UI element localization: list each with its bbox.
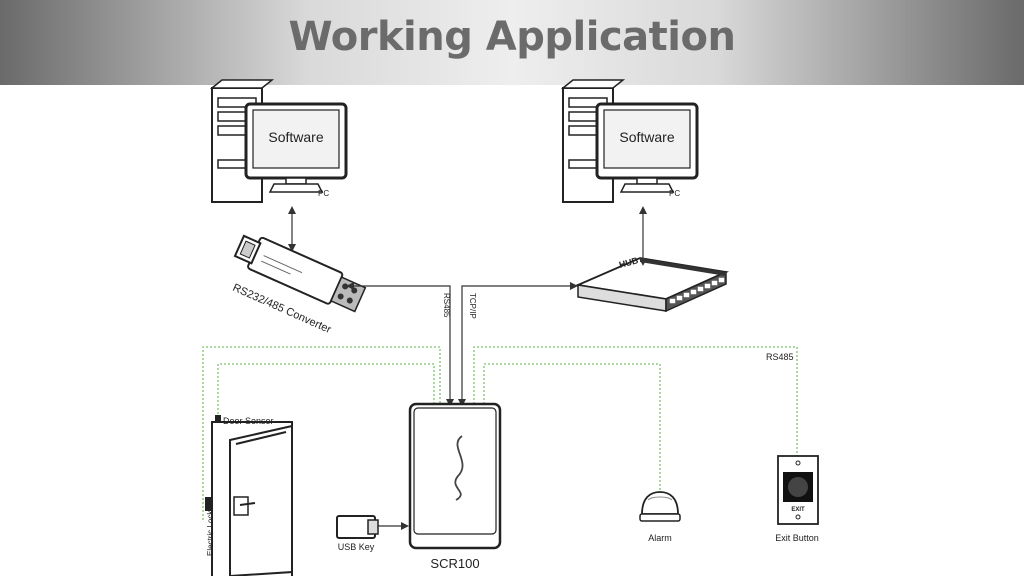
network-wires xyxy=(288,206,647,530)
header-bar xyxy=(0,0,1024,85)
rs485-wire xyxy=(346,282,454,407)
pc-left-label: PC xyxy=(318,189,329,198)
usb-key-label: USB Key xyxy=(338,542,375,552)
reader-label: SCR100 xyxy=(430,556,479,571)
scr100-reader-icon xyxy=(408,402,502,550)
rs485-right-label: RS485 xyxy=(766,352,794,362)
hub-label: HUB xyxy=(618,255,640,270)
pc-left-screen-text: Software xyxy=(268,129,323,145)
exit-button-label: Exit Button xyxy=(775,533,819,543)
pc-right-label: PC xyxy=(669,189,680,198)
tcpip-vertical-label: TCP/IP xyxy=(468,293,477,319)
exit-button-icon xyxy=(777,455,819,525)
alarm-siren-icon xyxy=(639,491,681,522)
monitor-left-icon xyxy=(244,102,348,193)
exit-button-signal-wire xyxy=(473,346,798,456)
pc-right: Software PC xyxy=(560,79,699,203)
alarm-label: Alarm xyxy=(648,533,672,543)
alarm-signal-wire xyxy=(483,363,661,490)
door-icon xyxy=(205,415,293,576)
tcpip-wire xyxy=(458,282,578,407)
pc-right-screen-text: Software xyxy=(619,129,674,145)
electric-lock-label: Electric Lock xyxy=(206,510,215,556)
door-sensor-signal-wire xyxy=(217,363,435,418)
rs485-vertical-label: RS485 xyxy=(442,293,451,318)
page-title: Working Application xyxy=(288,14,736,60)
usb-key-icon xyxy=(336,515,379,539)
door-sensor-label: Door Sensor xyxy=(223,416,274,426)
signal-wires xyxy=(202,346,798,520)
pc-left: Software PC xyxy=(209,79,348,203)
exit-plate-label: EXIT xyxy=(791,507,805,513)
hub-switch-icon xyxy=(574,257,730,313)
monitor-right-icon xyxy=(595,102,699,193)
